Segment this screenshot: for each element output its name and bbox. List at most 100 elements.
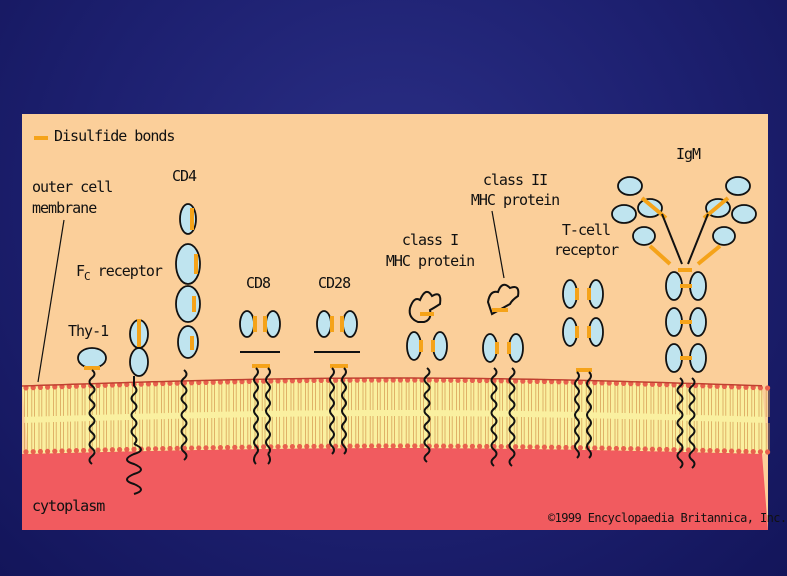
lipid-tail — [549, 383, 554, 412]
lipid-head — [73, 448, 79, 454]
ig-domain — [689, 271, 707, 301]
outer-membrane-pointer-line — [37, 219, 65, 383]
lipid-tail — [665, 386, 669, 415]
lipid-head — [297, 443, 303, 450]
lipid-tail — [528, 417, 532, 445]
lipid-tail — [204, 384, 208, 413]
lipid-tail — [153, 385, 158, 414]
lipid-tail — [60, 388, 64, 416]
lipid-head — [556, 444, 562, 450]
lipid-tail — [168, 385, 172, 413]
lipid-tail — [384, 382, 388, 411]
lipid-tail — [312, 382, 316, 411]
lipid-tail — [549, 417, 554, 446]
diagram-panel: Disulfide bonds outer cell membrane CD4 … — [21, 114, 787, 530]
lipid-head — [174, 445, 180, 451]
tcr-label-line1: T-cell — [561, 221, 611, 239]
ig-domain — [731, 204, 757, 224]
lipid-head — [635, 446, 641, 452]
lipid-tail — [362, 382, 367, 411]
lipid-tail — [614, 418, 619, 447]
fc-receptor-label-subscript: C — [84, 270, 91, 283]
lipid-head — [599, 445, 605, 451]
lipid-head — [203, 445, 209, 451]
lipid-head — [347, 443, 353, 449]
lipid-tail — [413, 382, 417, 411]
outer-membrane-label-line1: outer cell — [32, 178, 113, 196]
lipid-tail — [485, 416, 489, 445]
lipid-tail — [117, 420, 122, 448]
lipid-tail — [477, 416, 482, 445]
ig-domain — [342, 310, 358, 338]
lipid-tail — [643, 386, 647, 414]
lipid-tail — [240, 417, 244, 446]
transmembrane-segment — [574, 371, 580, 459]
lipid-head — [23, 449, 29, 455]
lipid-tail — [74, 421, 79, 449]
lipid-tail — [233, 383, 237, 412]
lipid-head — [441, 443, 447, 449]
lipid-tail — [391, 416, 395, 444]
lipid-head — [376, 443, 382, 449]
lipid-head — [462, 443, 468, 449]
lipid-head — [621, 445, 627, 452]
lipid-tail — [312, 416, 316, 445]
ig-domain — [712, 226, 736, 246]
lipid-tail — [657, 386, 662, 414]
copyright-notice: ©1999 Encyclopaedia Britannica, Inc. — [548, 511, 787, 525]
lipid-tail — [535, 383, 539, 412]
membrane-proteins — [37, 176, 757, 495]
igm-label: IgM — [676, 145, 701, 163]
lipid-tail — [153, 419, 158, 447]
lipid-tail — [729, 388, 734, 416]
lipid-tail — [463, 416, 467, 445]
lipid-head — [477, 443, 483, 449]
lipid-tail — [521, 416, 525, 445]
lipid-head — [455, 443, 461, 449]
lipid-tail — [765, 389, 770, 417]
lipid-tail — [175, 385, 179, 413]
lipid-head — [66, 448, 72, 454]
lipid-tail — [557, 417, 561, 446]
lipid-tail — [441, 416, 446, 445]
lipid-tail — [233, 417, 237, 446]
lipid-head — [145, 446, 151, 452]
lipid-tail — [441, 382, 446, 411]
lipid-tail — [629, 419, 633, 447]
lipid-tail — [744, 389, 748, 417]
lipid-tail — [189, 384, 194, 413]
lipid-tail — [758, 389, 763, 417]
disulfide-bond-legend-swatch — [34, 136, 48, 140]
lipid-head — [117, 447, 123, 453]
lipid-head — [534, 444, 540, 450]
lipid-tail — [672, 386, 676, 415]
lipid-tail — [614, 385, 619, 413]
lipid-tail — [384, 416, 388, 445]
lipid-head — [30, 449, 36, 455]
lipid-tail — [737, 422, 741, 450]
ig-domain — [175, 285, 201, 323]
lipid-tail — [247, 383, 251, 412]
mhc-class1-label-line1: class I — [401, 231, 459, 249]
lipid-tail — [701, 421, 705, 449]
lipid-tail — [305, 416, 309, 445]
lipid-tail — [636, 419, 640, 447]
lipid-tail — [74, 388, 79, 416]
lipid-tail — [398, 382, 403, 411]
lipid-tail — [225, 383, 230, 412]
lipid-head — [765, 449, 771, 455]
ig-domain — [725, 176, 751, 196]
cytoplasmic-tail — [126, 443, 142, 495]
ig-domain — [316, 310, 332, 338]
lipid-tail — [485, 382, 489, 411]
lipid-tail — [110, 387, 115, 415]
lipid-tail — [369, 382, 374, 411]
lipid-tail — [125, 386, 129, 415]
lipid-tail — [744, 422, 748, 450]
lipid-head — [289, 443, 295, 450]
lipid-tail — [377, 416, 381, 445]
lipid-tail — [650, 419, 655, 448]
lipid-tail — [146, 385, 151, 414]
lipid-tail — [348, 416, 352, 445]
lipid-tail — [369, 416, 374, 445]
